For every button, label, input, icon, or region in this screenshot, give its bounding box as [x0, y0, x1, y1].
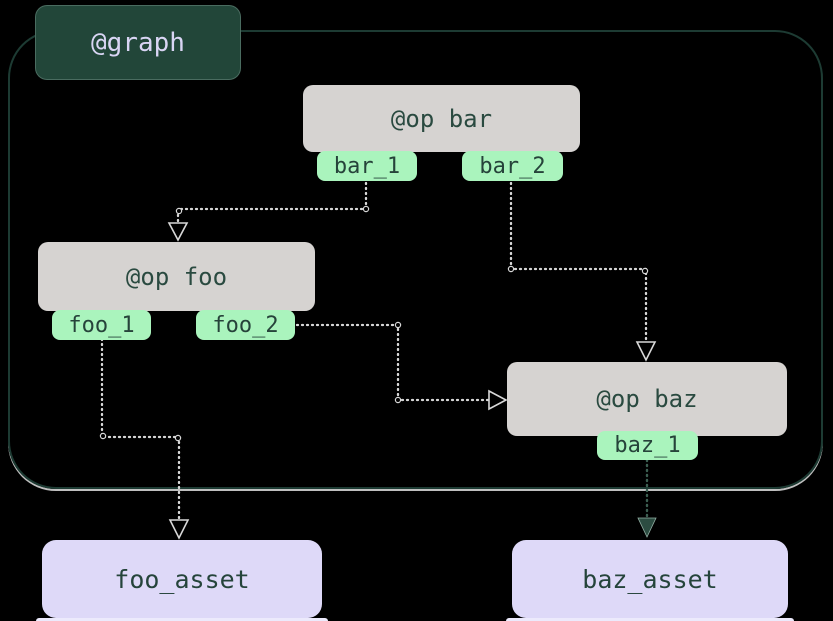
edge-bar2-to-op-baz [507, 181, 657, 362]
op-foo-title: @op foo [125, 262, 228, 291]
output-badge-bar-1-label: bar_1 [333, 153, 401, 179]
arrowhead-down-icon [637, 517, 657, 538]
output-badge-foo-2: foo_2 [196, 310, 295, 340]
foo-asset-underbar [36, 618, 328, 621]
output-badge-bar-2-label: bar_2 [479, 153, 546, 179]
op-bar-title: @op bar [390, 104, 493, 133]
baz-asset-label: baz_asset [582, 564, 718, 594]
op-node-baz: @op baz [507, 362, 787, 436]
op-baz-title: @op baz [596, 385, 698, 413]
op-node-foo: @op foo [38, 242, 315, 311]
asset-node-foo-asset: foo_asset [42, 540, 322, 618]
output-badge-bar-2: bar_2 [462, 151, 563, 181]
arrowhead-down-icon [168, 519, 190, 540]
edge-baz1-to-baz-asset [637, 458, 657, 538]
edge-bar1-to-op-foo [167, 181, 370, 242]
baz-asset-underbar [506, 618, 794, 621]
graph-boundary [8, 30, 823, 489]
output-badge-foo-1-label: foo_1 [68, 312, 135, 338]
output-badge-foo-1: foo_1 [52, 310, 151, 340]
output-badge-bar-1: bar_1 [317, 151, 417, 181]
edge-foo2-to-op-baz [295, 321, 508, 411]
output-badge-baz-1-label: baz_1 [614, 433, 681, 458]
foo-asset-label: foo_asset [114, 564, 250, 594]
output-badge-baz-1: baz_1 [597, 431, 698, 460]
graph-label-text: @graph [91, 27, 185, 58]
arrowhead-down-icon [635, 341, 657, 362]
asset-node-baz-asset: baz_asset [512, 540, 788, 618]
output-badge-foo-2-label: foo_2 [212, 312, 279, 338]
arrowhead-right-icon [488, 389, 508, 411]
edge-foo1-to-foo-asset [99, 337, 190, 540]
op-node-bar: @op bar [303, 85, 580, 152]
arrowhead-down-icon [167, 222, 189, 242]
graph-decorator-label: @graph [35, 5, 241, 80]
